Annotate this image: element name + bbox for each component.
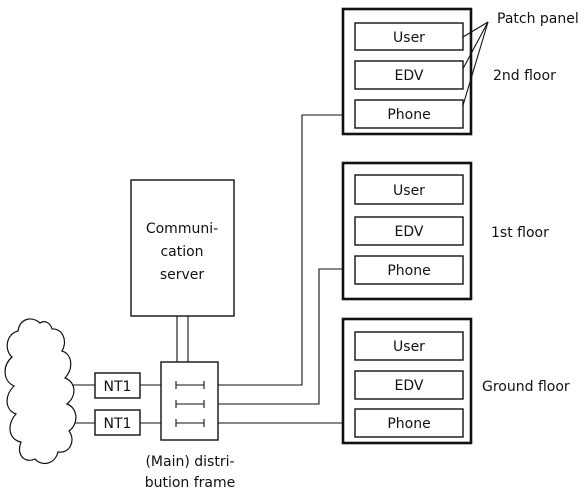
nt1-label-upper: NT1 [104, 379, 132, 395]
floor-ground-label: Ground floor [482, 379, 570, 395]
floor-ground-frame [341, 317, 473, 445]
patch-phone-ground [354, 408, 464, 438]
jumper-2 [175, 400, 205, 408]
patch-user-ground-label: User [393, 339, 425, 355]
server-label-line3: server [160, 267, 205, 283]
network-cloud-icon [4, 318, 77, 465]
server-label-line1: Communi- [146, 221, 218, 237]
floor-ground: User EDV Phone Ground floor [341, 317, 570, 445]
patch-edv-ground [354, 370, 464, 400]
patch-user-2nd [354, 22, 464, 51]
patch-phone-1st-label: Phone [387, 263, 430, 279]
patch-phone-2nd [354, 99, 464, 129]
patch-phone-1st [354, 255, 464, 285]
jumper-3 [175, 419, 205, 427]
patch-phone-2nd-label: Phone [387, 107, 430, 123]
server-label-line2: cation [160, 244, 203, 260]
floor-1st-frame [341, 161, 473, 301]
distribution-frame-label-line1: (Main) distri- [145, 454, 234, 470]
floor-2nd-frame [341, 7, 473, 136]
patch-edv-2nd-label: EDV [395, 68, 424, 84]
patch-user-2nd-label: User [393, 30, 425, 46]
distribution-frame-label-line2: bution frame [145, 475, 236, 491]
patch-user-1st [354, 174, 464, 205]
distribution-frame: (Main) distri- bution frame [145, 361, 236, 491]
patch-user-1st-label: User [393, 183, 425, 199]
patch-edv-2nd [354, 60, 464, 90]
floor-cabling [218, 114, 343, 424]
distribution-frame-box [160, 361, 219, 441]
nt1-links [72, 384, 161, 424]
patch-panel-label: Patch panel [497, 11, 579, 27]
nt1-units: NT1 NT1 [94, 372, 141, 436]
floor-1st-label: 1st floor [491, 225, 549, 241]
patch-edv-ground-label: EDV [395, 378, 424, 394]
nt1-label-lower: NT1 [104, 416, 132, 432]
floor-1st: User EDV Phone 1st floor [341, 161, 549, 301]
communication-server: Communi- cation server [130, 179, 235, 317]
patch-user-ground [354, 331, 464, 361]
server-box [130, 179, 235, 317]
patch-edv-1st-label: EDV [395, 224, 424, 240]
jumper-1 [175, 381, 205, 389]
patch-edv-1st [354, 216, 464, 246]
server-frame-links [176, 316, 189, 362]
floor-2nd: User EDV Phone 2nd floor [341, 7, 556, 136]
patch-phone-ground-label: Phone [387, 416, 430, 432]
floor-2nd-label: 2nd floor [493, 68, 556, 84]
